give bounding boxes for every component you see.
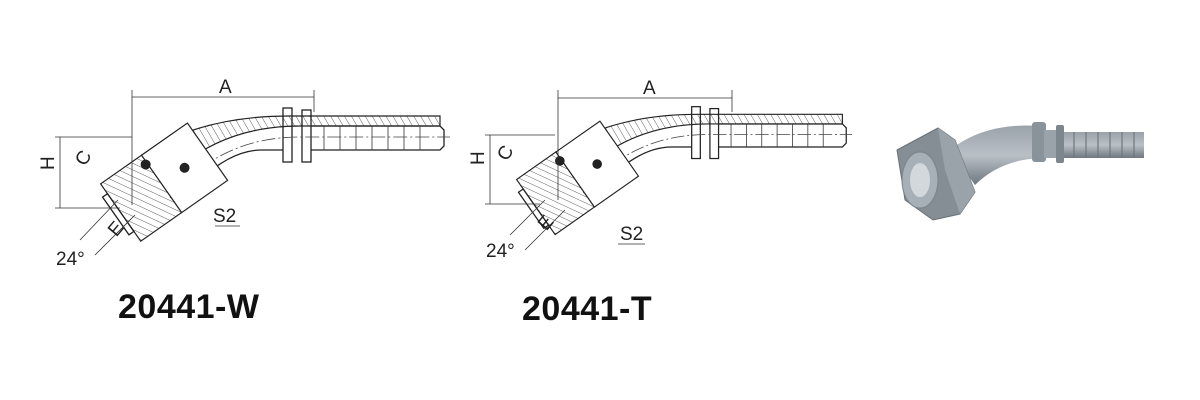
dimension-label-s2: S2 (620, 224, 643, 245)
drawing-20441-w: A H C E S2 24° (38, 77, 451, 270)
dimension-label-c: C (493, 142, 518, 164)
dimension-lines (55, 90, 315, 256)
dimension-label-h: H (468, 151, 489, 165)
fitting-section-view (511, 106, 853, 239)
dimension-label-c: C (71, 147, 96, 169)
dimension-label-a: A (219, 77, 232, 98)
fitting-3d-render (896, 122, 1144, 221)
dimension-label-e: E (104, 218, 128, 241)
drawing-20441-t: A H C E S2 24° (468, 78, 853, 262)
fitting-section-view (95, 107, 451, 246)
part-number-20441-t: 20441-T (522, 290, 653, 328)
dimension-label-s2: S2 (213, 206, 236, 227)
dimension-label-a: A (643, 78, 656, 99)
dimension-lines (485, 90, 733, 251)
angle-label: 24° (486, 241, 515, 262)
angle-label: 24° (56, 249, 85, 270)
part-number-20441-w: 20441-W (118, 288, 260, 326)
dimension-label-h: H (38, 156, 59, 170)
